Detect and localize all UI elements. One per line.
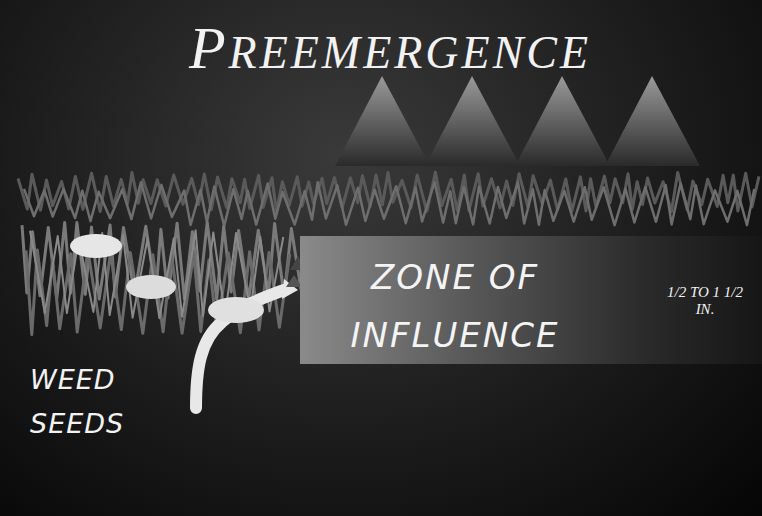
diagram-title: PREEMERGENCE xyxy=(120,14,660,83)
grass-stroke xyxy=(24,182,754,226)
seeds-label: WEED SEEDS xyxy=(30,358,170,446)
herbicide-triangles xyxy=(335,76,700,166)
grass-stroke xyxy=(26,250,290,335)
depth-dimension: 1/2 TO 1 1/2 IN. xyxy=(662,284,748,318)
zone-text: ZONE OF INFLUENCE xyxy=(320,248,590,364)
